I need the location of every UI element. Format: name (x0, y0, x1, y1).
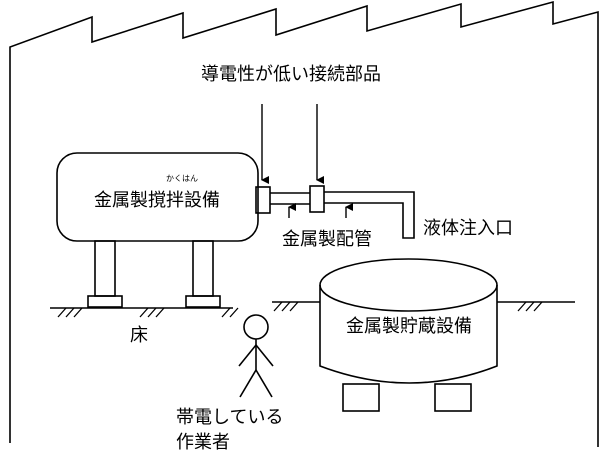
stirring-tank-leg-left (94, 240, 116, 297)
label-liquid-inlet: 液体注入口 (423, 218, 513, 239)
label-storage-equipment: 金属製貯蔵設備 (346, 316, 472, 337)
label-low-conductivity-part: 導電性が低い接続部品 (201, 64, 381, 85)
connector-left (255, 186, 271, 214)
label-floor: 床 (130, 325, 148, 346)
worker-arm-left (238, 344, 257, 367)
storage-tank-leg-right (434, 383, 472, 412)
worker-head (243, 314, 269, 340)
pipe-main (324, 191, 415, 239)
label-stirring-equipment: 金属製撹拌設備 (94, 190, 220, 211)
label-charged-worker-line1: 帯電している (176, 407, 283, 428)
storage-tank-leg-left (342, 383, 380, 412)
building-roof (9, 0, 599, 447)
label-metal-pipe: 金属製配管 (282, 229, 372, 250)
label-stirring-reading: かくはん (166, 174, 198, 183)
worker-arm-right (255, 344, 274, 367)
stirring-tank-leg-right (192, 240, 214, 297)
label-charged-worker-line2: 作業者 (176, 432, 230, 453)
worker-leg-right (255, 369, 273, 398)
worker-leg-left (239, 369, 257, 398)
storage-tank-body (319, 285, 498, 384)
connector-right (309, 185, 325, 213)
storage-tank-top (319, 258, 498, 312)
stirring-tank (56, 152, 259, 242)
stirring-tank-foot-right (185, 295, 221, 308)
stirring-tank-foot-left (87, 295, 123, 308)
